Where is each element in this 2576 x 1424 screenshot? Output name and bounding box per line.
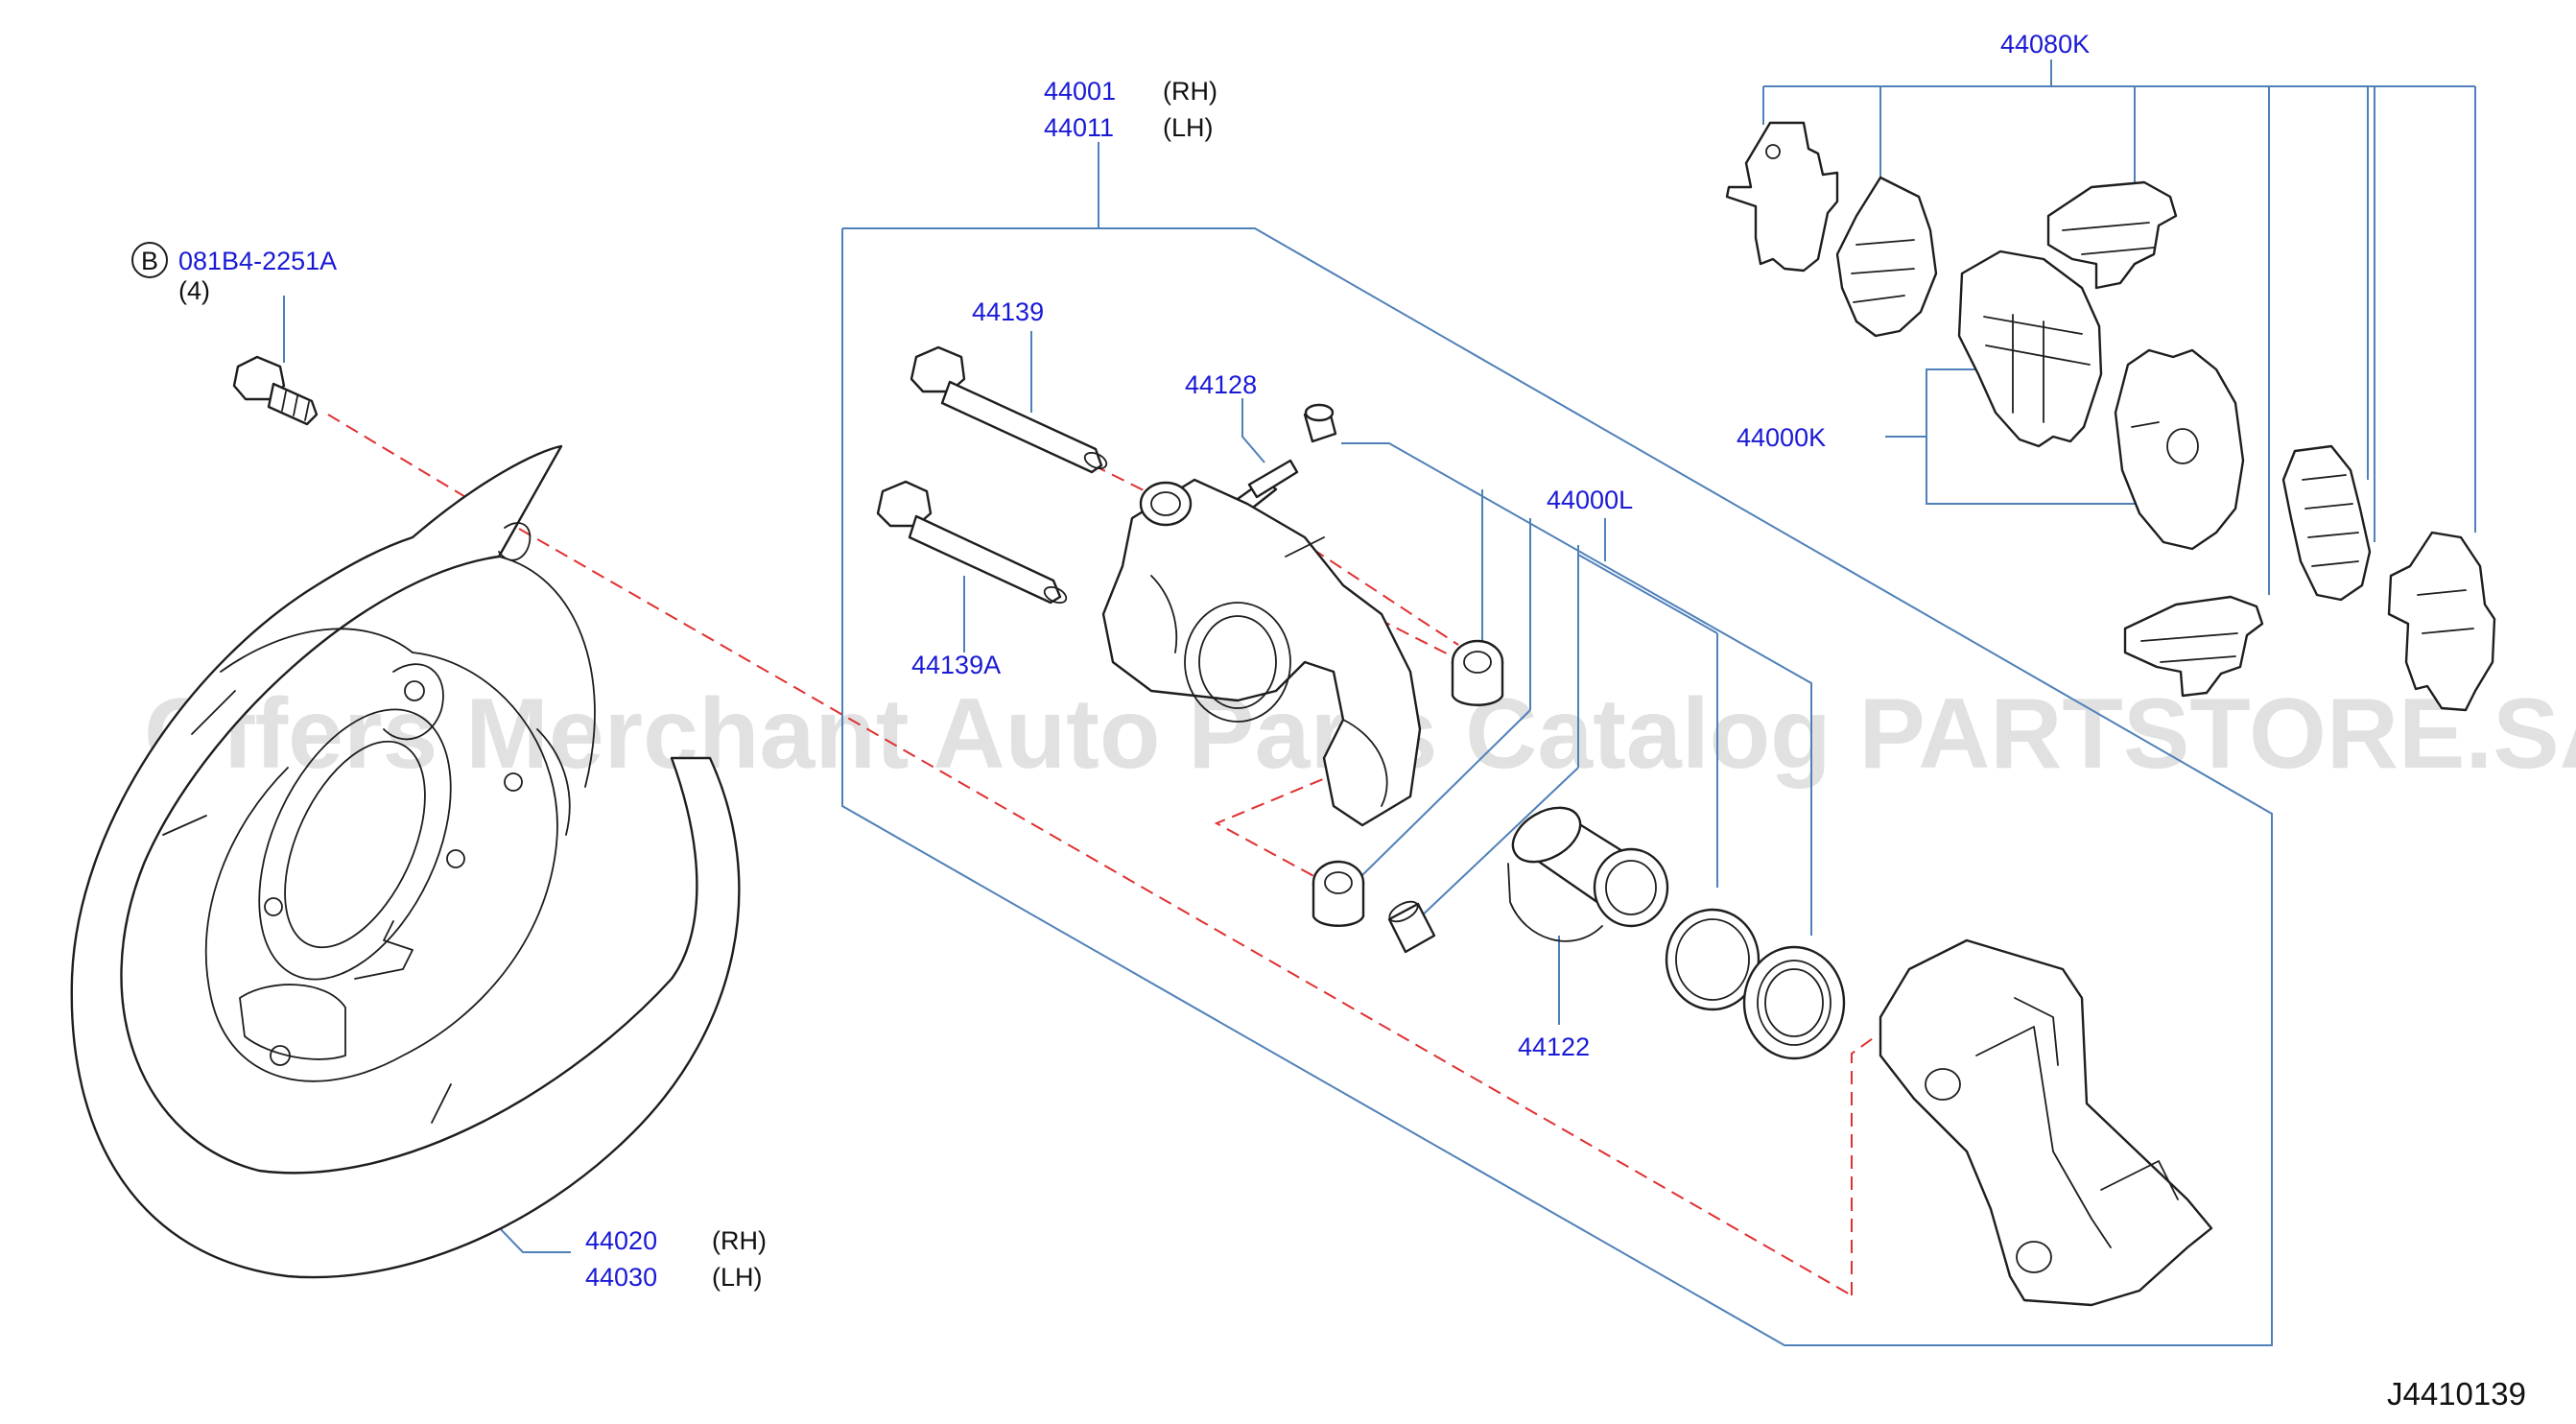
sleeve-illustration [1387, 900, 1436, 954]
brake-pad-outer-illustration [2114, 348, 2245, 551]
bolt-ref-badge [131, 242, 168, 278]
label-back-plate-rh: 44020 [585, 1226, 657, 1255]
pad-clip-upper-illustration [2046, 180, 2178, 290]
label-piston: 44122 [1518, 1032, 1590, 1061]
anti-rattle-spring-illustration [2281, 444, 2372, 602]
dust-boot-illustration [1742, 945, 1846, 1060]
slide-boot-lower-illustration [1312, 860, 1365, 927]
slide-boot-upper-illustration [1451, 639, 1504, 706]
back-plate-illustration [70, 444, 741, 1279]
label-pad-kit: 44080K [2000, 30, 2090, 59]
label-caliper-rh-side: (RH) [1163, 77, 1217, 106]
label-back-plate-lh: 44030 [585, 1263, 657, 1292]
piston-illustration [1507, 806, 1669, 942]
piston-seal-illustration [1665, 908, 1761, 1011]
caliper-bracket-illustration [1879, 938, 2213, 1307]
guide-pin-lower-illustration [876, 480, 1068, 605]
pad-shim-inner-illustration [1835, 176, 1938, 338]
caliper-body-illustration [1101, 478, 1422, 827]
leader-lines [283, 59, 2476, 1346]
guide-pin-upper-illustration [910, 345, 1108, 474]
label-caliper-rh: 44001 [1044, 77, 1116, 106]
label-back-plate-rh-side: (RH) [712, 1226, 767, 1255]
label-pad-set: 44000K [1737, 423, 1826, 452]
label-caliper-lh-side: (LH) [1163, 113, 1214, 142]
shield-bolt-illustration [232, 355, 319, 426]
diagram-id: J4410139 [2387, 1376, 2526, 1412]
label-bolt-ref: 081B4-2251A [178, 247, 337, 275]
pad-shim-outer-illustration [1725, 121, 1839, 273]
pad-shim-outer2-illustration [2387, 531, 2496, 712]
label-pin-bolt-lower: 44139A [911, 651, 1001, 679]
brake-pad-inner-illustration [1957, 249, 2103, 448]
callout-labels: B 081B4-2251A (4) 44001 (RH) 44011 (LH) … [131, 30, 2526, 1412]
label-back-plate-lh-side: (LH) [712, 1263, 763, 1292]
label-bolt-qty: (4) [178, 276, 210, 305]
label-seal-kit: 44000L [1547, 486, 1633, 514]
label-bleeder: 44128 [1185, 370, 1257, 399]
bolt-ref-badge-letter: B [141, 247, 158, 275]
label-caliper-lh: 44011 [1044, 113, 1114, 142]
pad-clip-lower-illustration [2123, 595, 2264, 698]
label-pin-bolt-upper: 44139 [972, 297, 1044, 326]
bleeder-screw-illustration [1236, 403, 1337, 512]
